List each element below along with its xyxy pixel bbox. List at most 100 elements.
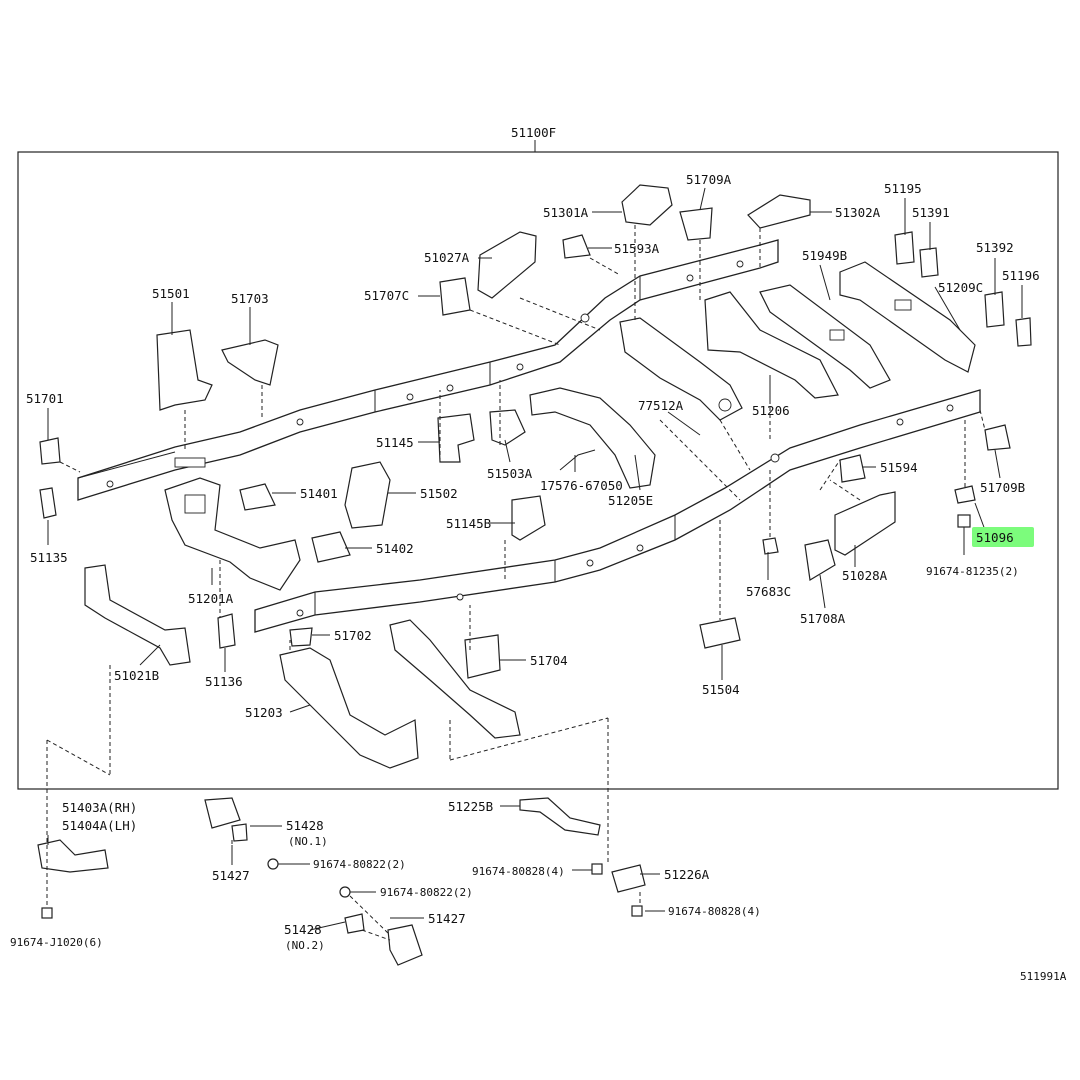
label-51427-a: 51427: [212, 868, 250, 883]
label-51136: 51136: [205, 674, 243, 689]
bracket-51428-no1: [204, 797, 241, 829]
bracket-51427-a: [231, 823, 248, 842]
bracket-51503A: [489, 409, 526, 446]
label-51021B: 51021B: [114, 668, 159, 683]
bracket-51145B: [511, 495, 546, 541]
crossmember-51704-assembly: [389, 619, 521, 739]
label-51949B: 51949B: [802, 248, 847, 263]
label-51209C: 51209C: [938, 280, 983, 295]
label-51302A: 51302A: [835, 205, 881, 220]
bracket-51135: [39, 487, 57, 519]
crossmember-77512A: [619, 317, 743, 421]
label-51709B: 51709B: [980, 480, 1025, 495]
bracket-51502: [344, 461, 391, 529]
label-91674-80828-b: 91674-80828(4): [668, 905, 761, 918]
label-51403A: 51403A(RH): [62, 800, 137, 815]
bolt-91674-81235: [957, 514, 971, 555]
crossmember-51206: [704, 291, 839, 399]
label-91674-J1020: 91674-J1020(6): [10, 936, 103, 949]
label-51701: 51701: [26, 391, 64, 406]
bracket-51708A: [804, 539, 836, 581]
label-51401: 51401: [300, 486, 338, 501]
bracket-51428-no2: [344, 913, 365, 934]
bracket-51392: [984, 291, 1005, 328]
label-51428-no1-sub: (NO.1): [288, 835, 328, 848]
label-51145B: 51145B: [446, 516, 491, 531]
bracket-51709B: [984, 424, 1011, 451]
label-51708A: 51708A: [800, 611, 846, 626]
label-51028A: 51028A: [842, 568, 888, 583]
part-labels: 51100F 51709A 51301A 51302A 51195 51391 …: [10, 125, 1067, 983]
bracket-51196: [1015, 317, 1032, 347]
bracket-51501: [156, 329, 213, 411]
assembly-boundary-box: [17, 151, 1059, 790]
label-51503A: 51503A: [487, 466, 533, 481]
bracket-51701: [39, 437, 61, 465]
label-57683C: 57683C: [746, 584, 791, 599]
label-51703: 51703: [231, 291, 269, 306]
bracket-51028A: [834, 491, 896, 556]
label-51427-b: 51427: [428, 911, 466, 926]
label-51205E: 51205E: [608, 493, 653, 508]
label-51428-no2: 51428: [284, 922, 322, 937]
crossmember-51209C: [839, 261, 976, 373]
bracket-51703: [221, 339, 279, 386]
label-51502: 51502: [420, 486, 458, 501]
bracket-57683C: [762, 537, 779, 555]
label-51203: 51203: [245, 705, 283, 720]
bracket-51195: [894, 231, 915, 265]
label-51404A: 51404A(LH): [62, 818, 137, 833]
bracket-51302A: [747, 194, 811, 229]
label-91674-81235: 91674-81235(2): [926, 565, 1019, 578]
highlight-51096: [972, 527, 1034, 547]
label-51201A: 51201A: [188, 591, 234, 606]
bolt-91674-80822-a: [267, 858, 279, 870]
bracket-51136: [217, 613, 236, 649]
bolt-91674-80822-b: [339, 886, 351, 898]
label-51226A: 51226A: [664, 867, 710, 882]
crossmember-51205E: [529, 387, 656, 489]
label-51392: 51392: [976, 240, 1014, 255]
left-frame-rail: [77, 239, 779, 501]
hose-17576-67050: [559, 449, 596, 471]
bracket-51402: [311, 531, 351, 563]
crossmember-51201A: [164, 477, 301, 591]
label-51594: 51594: [880, 460, 918, 475]
bar-51225B: [519, 797, 601, 836]
bracket-51301A: [621, 184, 673, 226]
label-51709A: 51709A: [686, 172, 732, 187]
bracket-51504: [699, 617, 741, 649]
label-51135: 51135: [30, 550, 68, 565]
label-51145: 51145: [376, 435, 414, 450]
label-17576-67050: 17576-67050: [540, 478, 623, 493]
label-51593A: 51593A: [614, 241, 660, 256]
label-51402: 51402: [376, 541, 414, 556]
bracket-51704: [464, 634, 501, 679]
bolt-91674-J1020: [41, 907, 53, 919]
label-51206: 51206: [752, 403, 790, 418]
bolt-91674-80828-b: [631, 905, 643, 917]
bracket-51707C: [439, 277, 471, 316]
bracket-51145: [437, 413, 475, 463]
label-51428-no1: 51428: [286, 818, 324, 833]
bracket-51702: [289, 627, 313, 647]
bracket-51391: [919, 247, 939, 278]
bracket-51427-b: [387, 924, 423, 966]
label-51501: 51501: [152, 286, 190, 301]
leader-lines: [47, 187, 1023, 931]
bracket-51027A: [477, 231, 537, 299]
label-91674-80822-b: 91674-80822(2): [380, 886, 473, 899]
label-91674-80828-a: 91674-80828(4): [472, 865, 565, 878]
bracket-51594: [839, 454, 866, 483]
label-51702: 51702: [334, 628, 372, 643]
part-51096: [954, 485, 976, 504]
reference-code: 511991A: [1020, 970, 1067, 983]
bracket-51593A: [562, 234, 591, 259]
assembly-guides: [46, 225, 986, 941]
label-51301A: 51301A: [543, 205, 589, 220]
label-51704: 51704: [530, 653, 568, 668]
bracket-51226A: [611, 864, 646, 893]
label-51027A: 51027A: [424, 250, 470, 265]
label-51195: 51195: [884, 181, 922, 196]
